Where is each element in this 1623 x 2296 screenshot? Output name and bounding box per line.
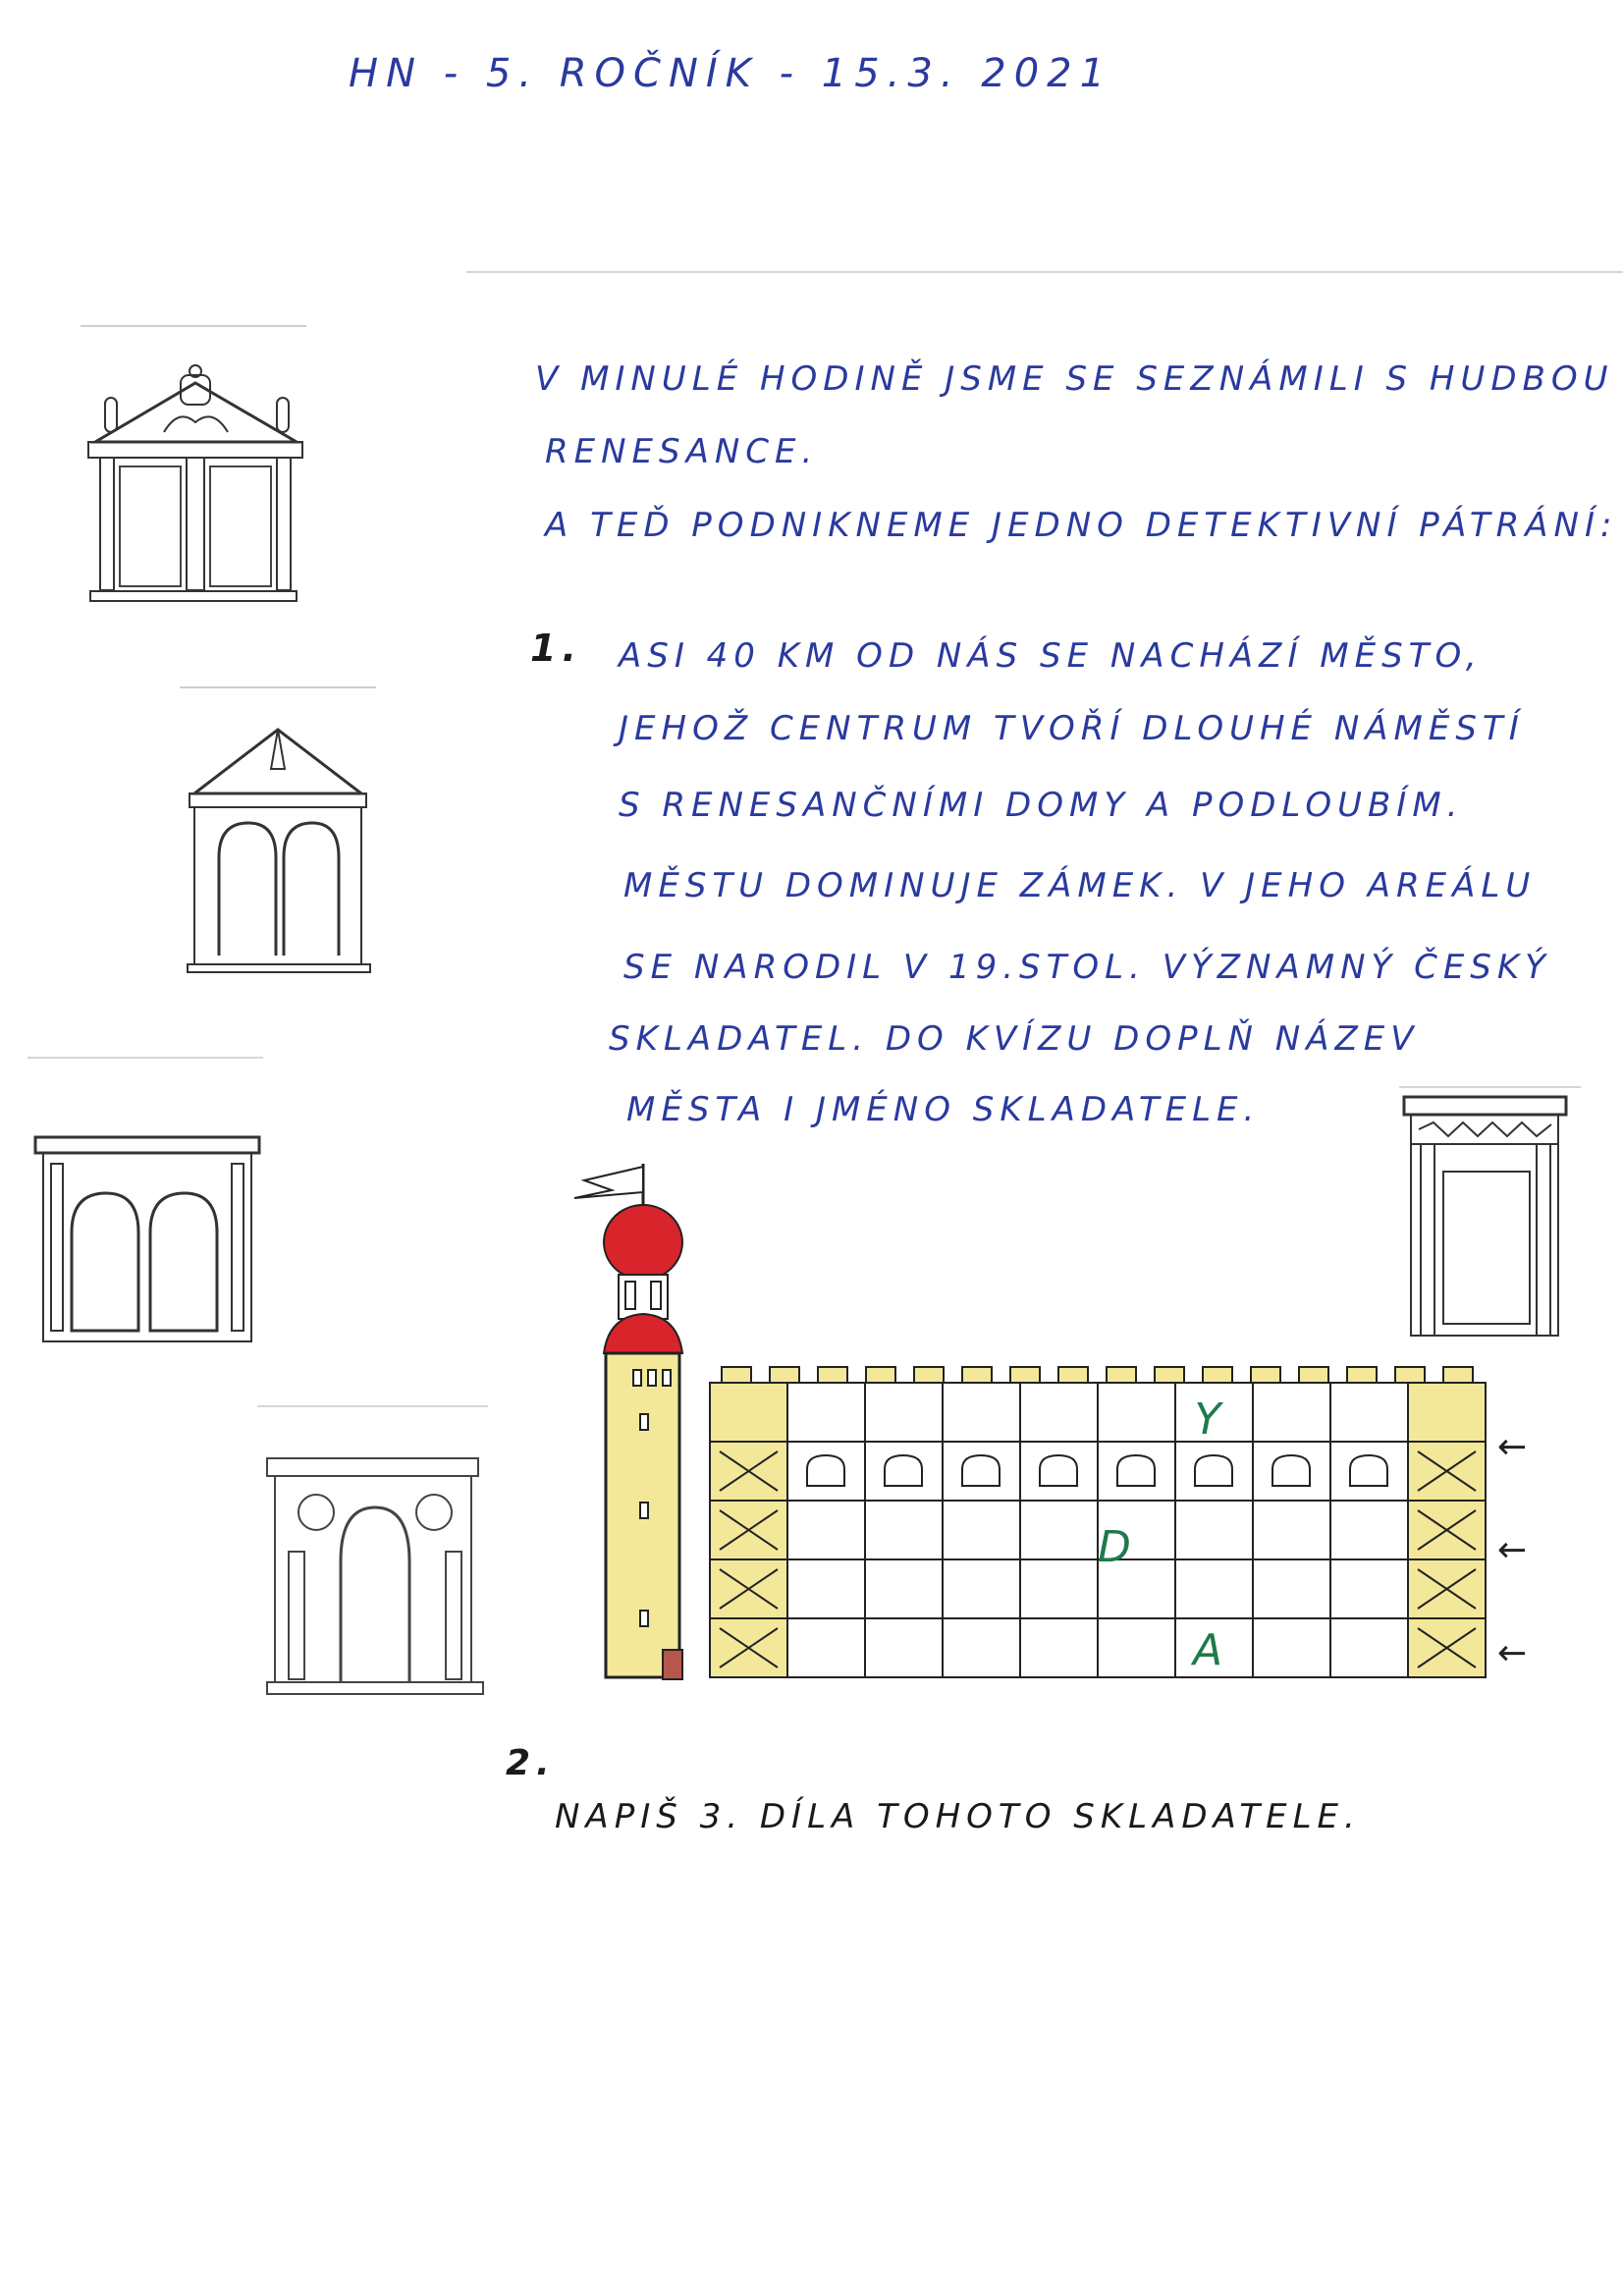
intro-line-1: V MINULÉ HODINĚ JSME SE SEZNÁMILI S HUDB…: [535, 359, 1614, 399]
task-1-number: 1.: [530, 627, 582, 670]
arched-window-icon: [1349, 1453, 1388, 1487]
arched-window-icon: [884, 1453, 923, 1487]
battlement: [913, 1366, 945, 1384]
crossword-cell: [786, 1382, 866, 1443]
task-1-line-2: JEHOŽ CENTRUM TVOŘÍ DLOUHÉ NÁMĚSTÍ: [619, 709, 1525, 748]
crossword-cell: [1019, 1500, 1099, 1560]
crossword-cell: [1174, 1558, 1254, 1619]
crossword-cell: [1174, 1500, 1254, 1560]
task-1-line-4: MĚSTU DOMINUJE ZÁMEK. V JEHO AREÁLU: [623, 866, 1537, 905]
crossword-cell: [1329, 1617, 1409, 1678]
window-cross-icon: [1417, 1450, 1477, 1492]
intro-line-3: A TEĎ PODNIKNEME JEDNO DETEKTIVNÍ PÁTRÁN…: [545, 506, 1618, 545]
battlement: [1346, 1366, 1378, 1384]
renaissance-window-pediment-icon: [81, 325, 306, 602]
window-cross-icon: [1417, 1627, 1477, 1668]
crossword-letter-y: Y: [1195, 1394, 1224, 1445]
crossword-cell: [864, 1558, 944, 1619]
crossword-cell: [942, 1500, 1021, 1560]
castle-crossword-puzzle: Y D A ← ← ←: [573, 1164, 1527, 1680]
crossword-cell: [786, 1500, 866, 1560]
crossword-letter-d: D: [1098, 1522, 1131, 1572]
crossword-cell: [1252, 1500, 1331, 1560]
crossword-cell: [1097, 1617, 1176, 1678]
crossword-grid: [709, 1382, 1487, 1678]
crossword-cell: [942, 1617, 1021, 1678]
crossword-cell: [1329, 1382, 1409, 1443]
battlement: [1250, 1366, 1281, 1384]
crossword-cell: [1019, 1558, 1099, 1619]
window-cross-icon: [1417, 1568, 1477, 1610]
window-cross-icon: [719, 1568, 779, 1610]
battlement: [721, 1366, 752, 1384]
battlement: [1394, 1366, 1426, 1384]
crossword-cell: [864, 1382, 944, 1443]
row-arrow-icon: ←: [1497, 1427, 1527, 1467]
crossword-cell: [1252, 1558, 1331, 1619]
crossword-letter-a: A: [1190, 1625, 1222, 1675]
battlement: [1106, 1366, 1137, 1384]
window-cross-icon: [719, 1450, 779, 1492]
crossword-cell: [942, 1558, 1021, 1619]
battlement: [1202, 1366, 1233, 1384]
row-arrow-icon: ←: [1497, 1633, 1527, 1673]
arched-window-icon: [1116, 1453, 1156, 1487]
crossword-cell: [864, 1500, 944, 1560]
crossword-cell: [1329, 1500, 1409, 1560]
renaissance-portal-window-icon: [1399, 1086, 1581, 1337]
crossword-cell: [1252, 1382, 1331, 1443]
tower-door-icon: [662, 1649, 683, 1680]
arched-window-icon: [806, 1453, 845, 1487]
arched-window-icon: [1039, 1453, 1078, 1487]
renaissance-double-arch-window-icon: [27, 1057, 263, 1342]
castle-battlements: [721, 1366, 1474, 1384]
crossword-cell: [1019, 1617, 1099, 1678]
task-1-line-6: SKLADATEL. DO KVÍZU DOPLŇ NÁZEV: [609, 1019, 1420, 1059]
battlement: [865, 1366, 896, 1384]
battlement: [1057, 1366, 1089, 1384]
intro-line-2: RENESANCE.: [545, 432, 819, 471]
crossword-cell: [1252, 1617, 1331, 1678]
crossword-cell: [1407, 1382, 1487, 1443]
renaissance-arched-portal-icon: [257, 1405, 488, 1695]
task-1-line-5: SE NARODIL V 19.STOL. VÝZNAMNÝ ČESKÝ: [623, 948, 1551, 987]
window-cross-icon: [1417, 1509, 1477, 1551]
window-cross-icon: [719, 1509, 779, 1551]
task-2-number: 2.: [506, 1743, 556, 1783]
crossword-cell: [1329, 1558, 1409, 1619]
crossword-cell: [786, 1558, 866, 1619]
crossword-cell: [1019, 1382, 1099, 1443]
arched-window-icon: [1271, 1453, 1311, 1487]
battlement: [1154, 1366, 1185, 1384]
battlement: [817, 1366, 848, 1384]
crossword-cell: [786, 1617, 866, 1678]
battlement: [1009, 1366, 1041, 1384]
battlement: [961, 1366, 993, 1384]
task-2-text: NAPIŠ 3. DÍLA TOHOTO SKLADATELE.: [555, 1797, 1361, 1836]
battlement: [769, 1366, 800, 1384]
tower-dome-icon: [603, 1204, 683, 1281]
task-1-line-7: MĚSTA I JMÉNO SKLADATELE.: [626, 1090, 1261, 1129]
crossword-cell: [864, 1617, 944, 1678]
crossword-cell: [1174, 1382, 1254, 1443]
task-1-line-3: S RENESANČNÍMI DOMY A PODLOUBÍM.: [619, 786, 1464, 825]
top-divider: [466, 271, 1623, 273]
page-header-title: HN - 5. ROČNÍK - 15.3. 2021: [349, 51, 1113, 96]
crossword-cell: [1097, 1500, 1176, 1560]
tower-roof-icon: [602, 1312, 684, 1354]
battlement: [1442, 1366, 1474, 1384]
crossword-cell: [1174, 1617, 1254, 1678]
task-1-line-1: ASI 40 KM OD NÁS SE NACHÁZÍ MĚSTO,: [619, 636, 1483, 676]
arched-window-icon: [961, 1453, 1001, 1487]
crossword-cell: [709, 1382, 788, 1443]
arched-window-icon: [1194, 1453, 1233, 1487]
crossword-cell: [942, 1382, 1021, 1443]
flag-icon: [573, 1165, 644, 1199]
window-cross-icon: [719, 1627, 779, 1668]
row-arrow-icon: ←: [1497, 1530, 1527, 1570]
renaissance-twin-arch-window-icon: [180, 686, 376, 973]
battlement: [1298, 1366, 1329, 1384]
crossword-cell: [1097, 1382, 1176, 1443]
